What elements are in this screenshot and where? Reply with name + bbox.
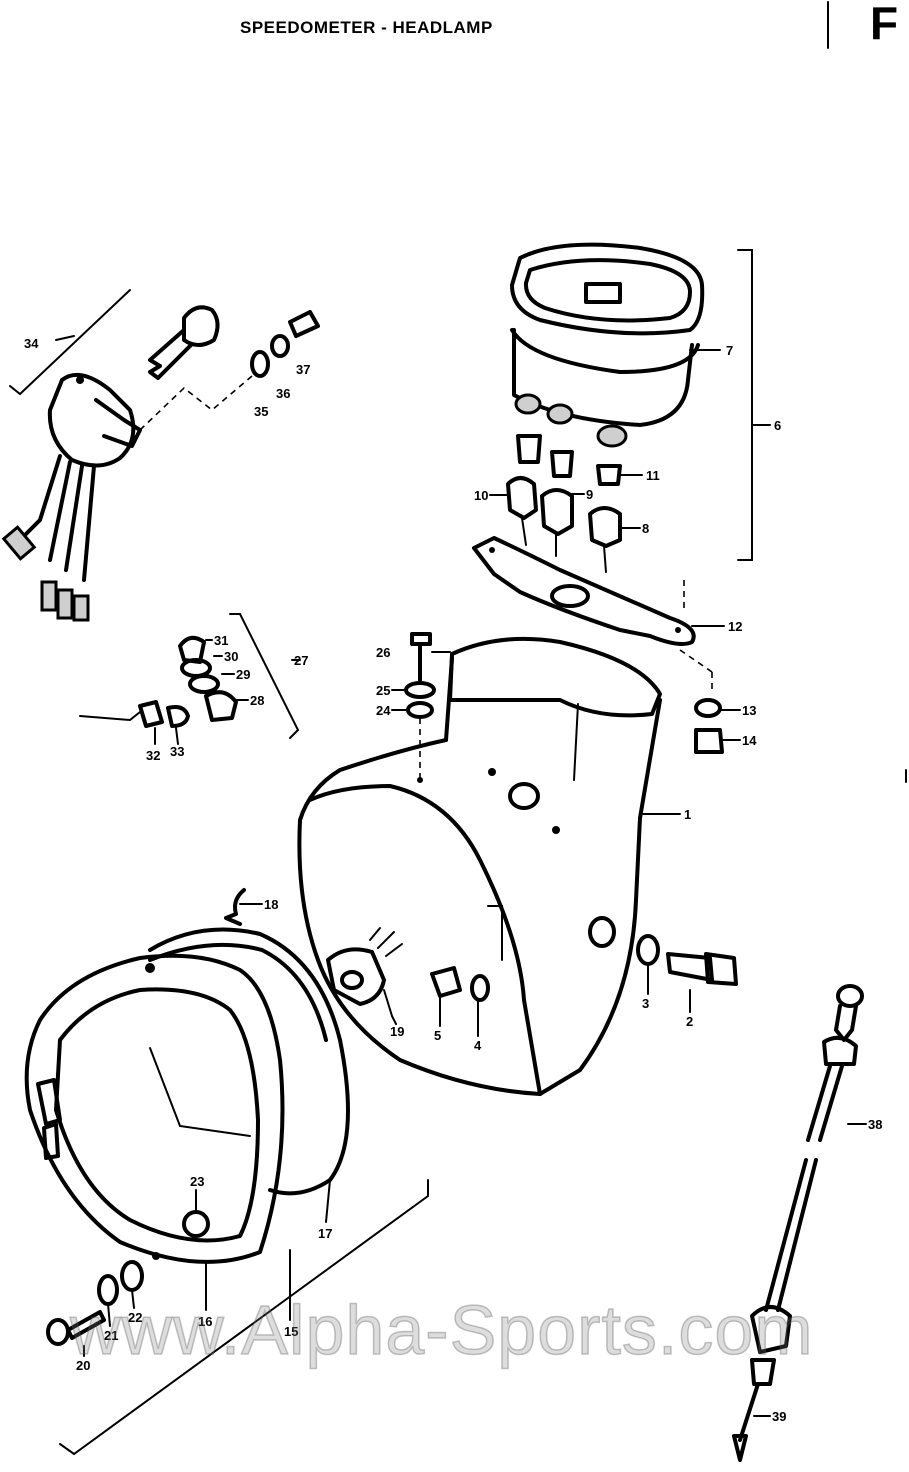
callout-28: 28: [250, 693, 264, 708]
callout-27: 27: [294, 653, 308, 668]
diagram-title: SPEEDOMETER - HEADLAMP: [240, 18, 493, 37]
callout-38: 38: [868, 1117, 882, 1132]
callout-8: 8: [642, 521, 649, 536]
callout-29: 29: [236, 667, 250, 682]
callout-13: 13: [742, 703, 756, 718]
washer-13: [694, 698, 722, 718]
callout-12: 12: [728, 619, 742, 634]
callout-36: 36: [276, 386, 290, 401]
callout-25: 25: [376, 683, 390, 698]
figure-code: F: [870, 0, 899, 49]
dash-line: [139, 375, 253, 431]
terminal-block-19: [326, 927, 403, 1017]
bolt-2: [636, 934, 738, 986]
callout-34: 34: [24, 336, 39, 351]
callout-39: 39: [772, 1409, 786, 1424]
headlamp-unit-17: [148, 927, 350, 1223]
watermark-text: www.Alpha-Sports.com: [69, 1290, 814, 1370]
callout-32: 32: [146, 748, 160, 763]
callout-22: 22: [128, 1310, 142, 1325]
callout-6: 6: [774, 418, 781, 433]
washer-36: [270, 334, 290, 358]
nut-5: [430, 966, 462, 998]
callout-23: 23: [190, 1174, 204, 1189]
ignition-key: [148, 305, 220, 380]
headlamp-rim-16: [24, 953, 285, 1264]
leader-lines: [55, 335, 867, 1417]
callout-16: 16: [198, 1314, 212, 1329]
callout-2: 2: [686, 1014, 693, 1029]
washer-35: [250, 350, 270, 378]
callout-20: 20: [76, 1358, 90, 1373]
spring-clip-18: [224, 888, 246, 926]
callout-9: 9: [586, 487, 593, 502]
callout-26: 26: [376, 645, 390, 660]
callout-18: 18: [264, 897, 278, 912]
meter-bracket: [472, 536, 696, 646]
ignition-switch: [1, 289, 142, 622]
callout-33: 33: [170, 744, 184, 759]
bulb-sockets: [506, 476, 622, 573]
callout-15: 15: [284, 1324, 298, 1339]
callout-7: 7: [726, 343, 733, 358]
callout-5: 5: [434, 1028, 441, 1043]
callout-37: 37: [296, 362, 310, 377]
callout-17: 17: [318, 1226, 332, 1241]
callout-21: 21: [104, 1328, 118, 1343]
callout-30: 30: [224, 649, 238, 664]
callout-35: 35: [254, 404, 268, 419]
nut-37: [288, 310, 320, 338]
nut-14: [694, 728, 724, 754]
callout-3: 3: [642, 996, 649, 1011]
callout-11: 11: [646, 468, 660, 483]
callout-19: 19: [390, 1024, 404, 1039]
dash-line: [679, 649, 713, 673]
headlamp-housing: [297, 636, 662, 1096]
bracket-15: [59, 1179, 429, 1456]
speedometer-cable: [732, 984, 864, 1462]
washer-4: [470, 974, 490, 1002]
mounting-bolt-26: [404, 632, 436, 780]
callout-14: 14: [742, 733, 757, 748]
speedometer-meter: [510, 242, 705, 448]
callout-24: 24: [376, 703, 391, 718]
indicator-bulbs: [516, 434, 622, 486]
callout-31: 31: [214, 633, 228, 648]
bracket-6: [737, 249, 753, 561]
callout-10: 10: [474, 488, 488, 503]
pilot-lamp-group: [79, 613, 300, 739]
callout-1: 1: [684, 807, 691, 822]
callout-numbers: 7 6 11 10 9 8 12 13 14 1 2 3 4 5 19 18 2…: [24, 336, 882, 1424]
callout-4: 4: [474, 1038, 482, 1053]
